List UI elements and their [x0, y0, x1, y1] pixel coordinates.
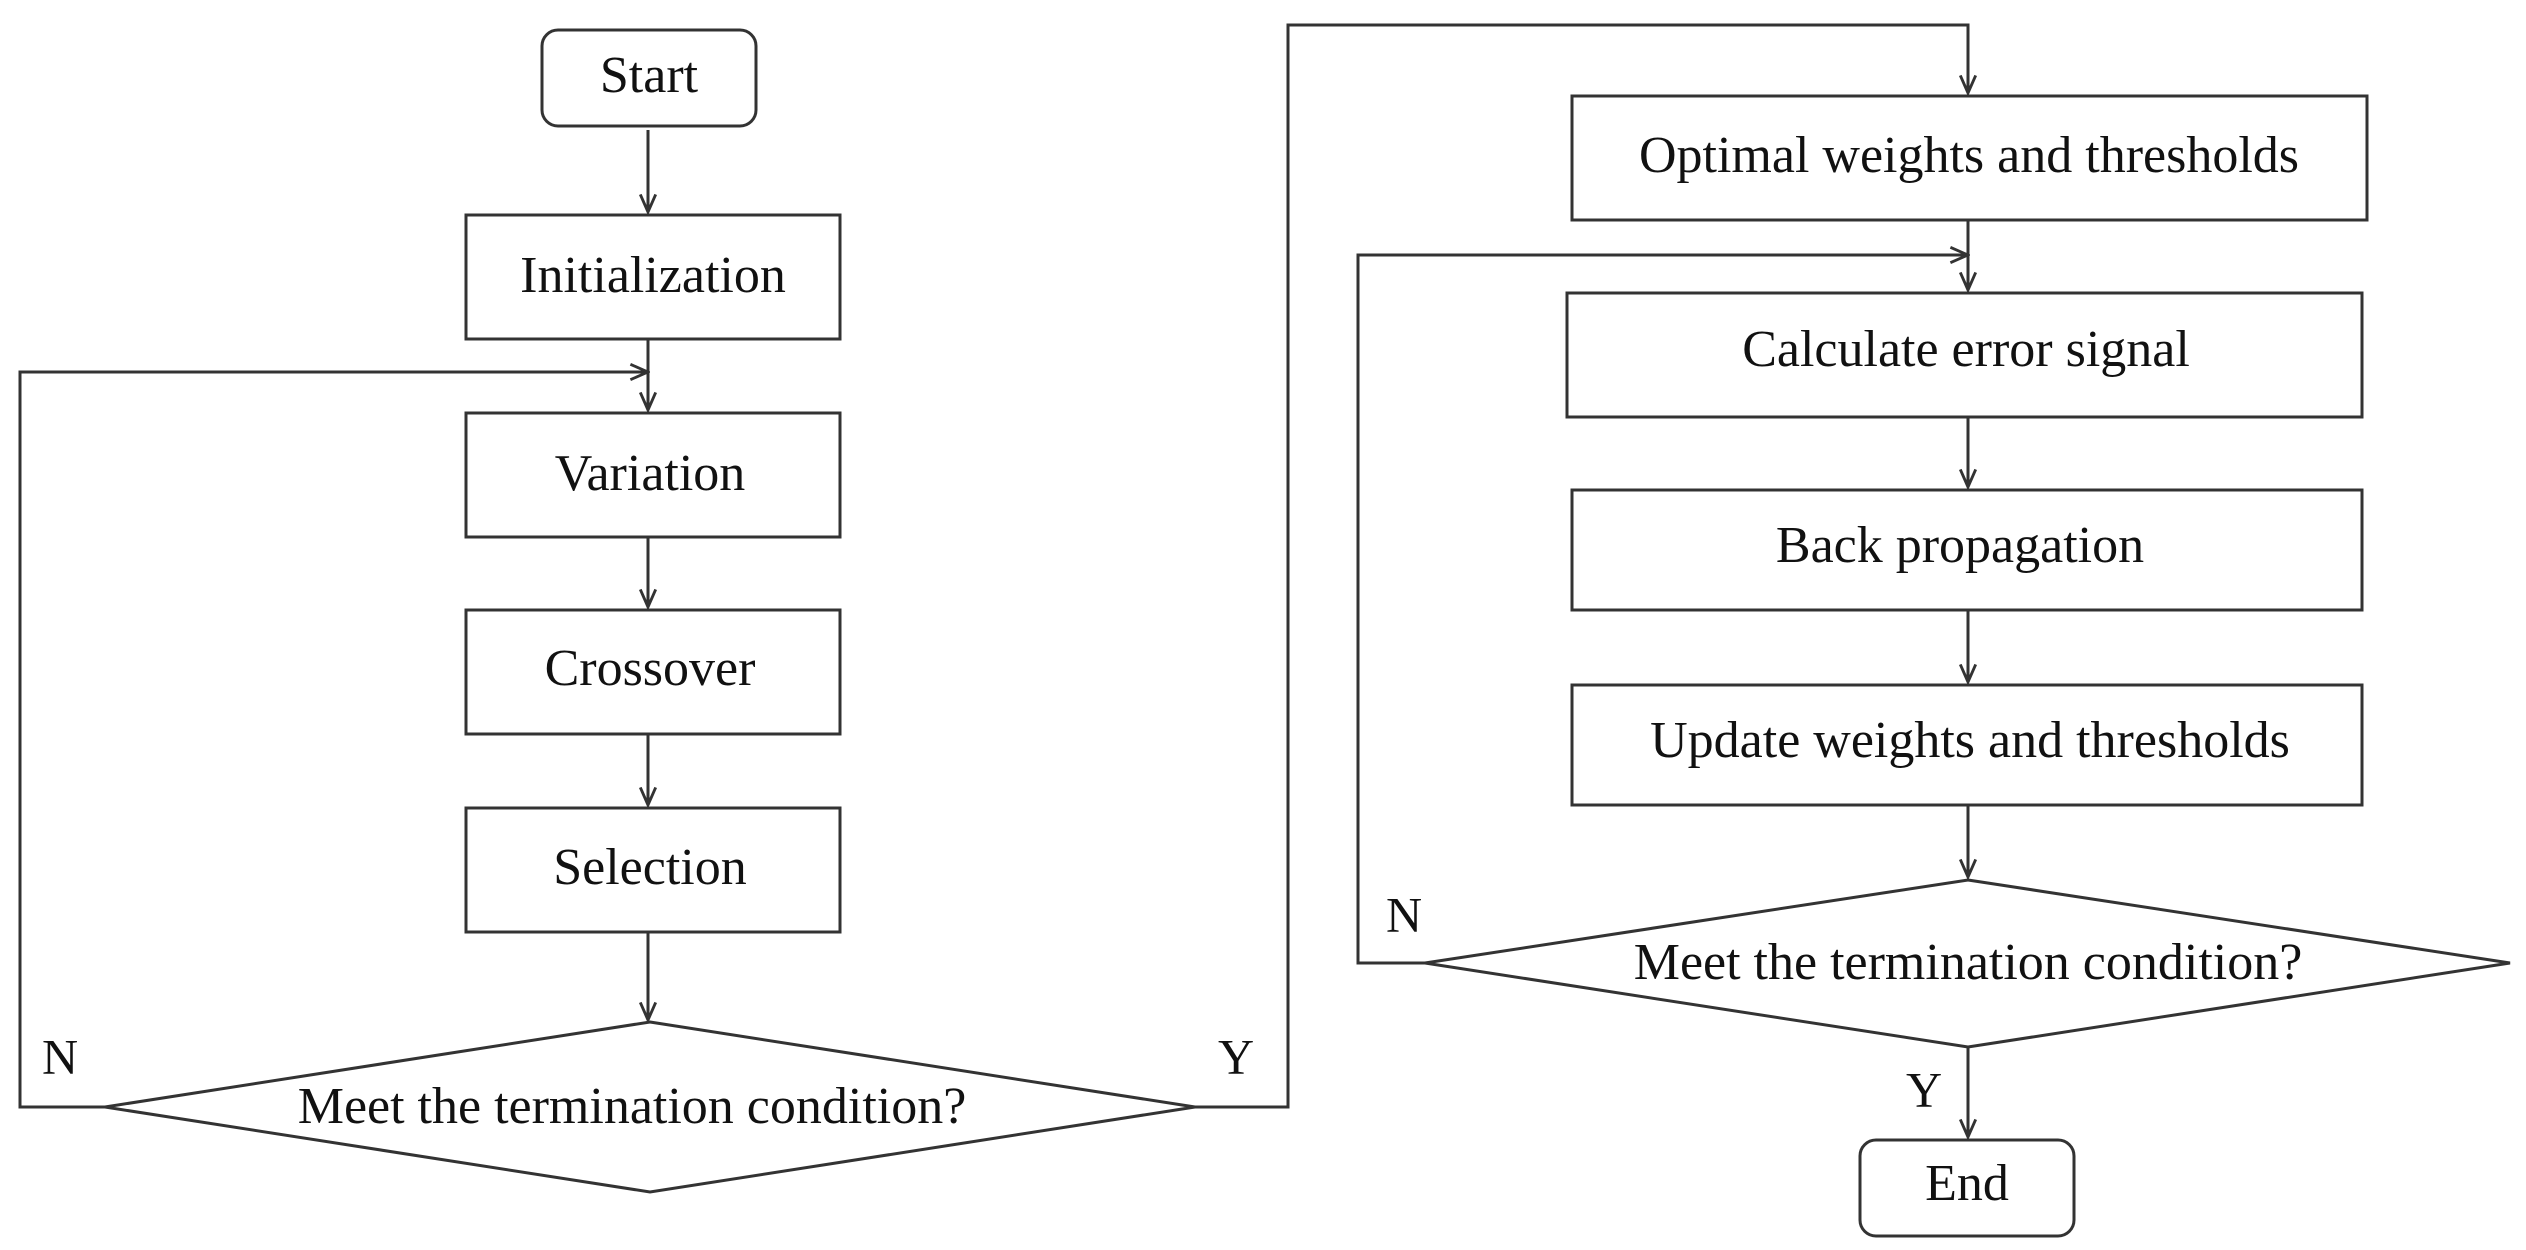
- initialization-box: [464, 213, 842, 341]
- optimal-weights-label: Optimal weights and thresholds: [1639, 127, 2299, 184]
- edge-right-no-loop: [1356, 255, 1968, 965]
- start-node: [540, 28, 758, 128]
- end-node: [1858, 1138, 2076, 1238]
- crossover-label: Crossover: [545, 640, 756, 697]
- left-decision-diamond: [104, 1020, 1196, 1194]
- optimal-weights-box: [1570, 94, 2369, 222]
- right-yes-label: Y: [1906, 1061, 1942, 1117]
- selection-label: Selection: [553, 839, 747, 896]
- left-yes-label: Y: [1218, 1028, 1254, 1084]
- right-decision-diamond: [1424, 878, 2511, 1049]
- initialization-label: Initialization: [520, 247, 786, 304]
- end-label: End: [1925, 1155, 2009, 1212]
- variation-label: Variation: [555, 445, 746, 502]
- calculate-error-box: [1565, 291, 2364, 419]
- edge-left-no-loop: [18, 372, 648, 1109]
- crossover-box: [464, 608, 842, 736]
- variation-box: [464, 411, 842, 539]
- edge-left-yes-to-optimal: [1195, 23, 1968, 1109]
- calculate-error-label: Calculate error signal: [1742, 321, 2190, 378]
- left-decision-label: Meet the termination condition?: [298, 1078, 967, 1135]
- start-label: Start: [600, 47, 699, 104]
- right-decision-label: Meet the termination condition?: [1634, 934, 2303, 991]
- back-propagation-label: Back propagation: [1776, 517, 2144, 574]
- right-no-label: N: [1386, 886, 1422, 942]
- right-flow-edges: [1356, 220, 1968, 1137]
- left-no-label: N: [42, 1028, 78, 1084]
- left-flow-edges: [18, 23, 1968, 1109]
- back-propagation-box: [1570, 488, 2364, 612]
- update-weights-label: Update weights and thresholds: [1650, 712, 2290, 769]
- update-weights-box: [1570, 683, 2364, 807]
- selection-box: [464, 806, 842, 934]
